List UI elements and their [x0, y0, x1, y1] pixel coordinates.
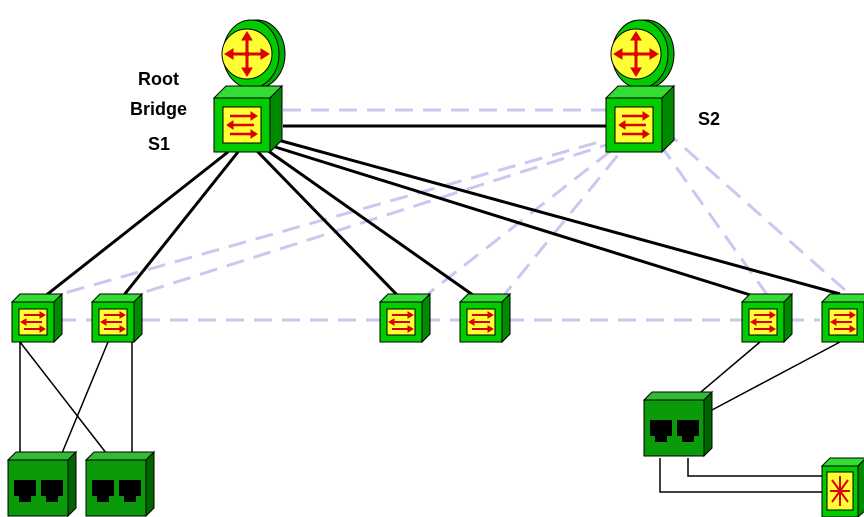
switch-icon [91, 293, 143, 343]
patch-panel-icon [85, 451, 155, 517]
switch-icon [11, 293, 63, 343]
switch-icon [379, 293, 431, 343]
patch-panel-icon [643, 391, 713, 457]
hub-icon [820, 457, 864, 517]
root-bridge-label-line2: Bridge [130, 99, 188, 119]
patch-panel-icon [7, 451, 77, 517]
switch-icon [821, 293, 864, 343]
root-bridge-label-line1: Root [138, 69, 179, 89]
switch-icon [459, 293, 511, 343]
switch-icon [604, 84, 676, 154]
active-links [39, 124, 841, 302]
s2-label: S2 [698, 109, 721, 129]
access-links [19, 341, 841, 493]
switch-icon [212, 84, 284, 154]
switch-icon [741, 293, 793, 343]
s1-label: S1 [148, 134, 171, 154]
router-icon [220, 18, 287, 90]
router-icon [609, 18, 676, 90]
